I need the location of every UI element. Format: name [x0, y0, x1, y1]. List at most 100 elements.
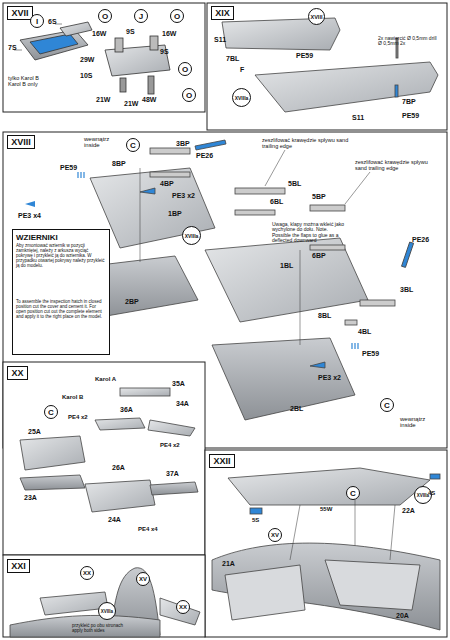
part-label: 6S — [48, 18, 57, 25]
part-label: 35A — [172, 380, 185, 387]
part-label: 4BP — [160, 180, 174, 187]
part-label: F — [240, 66, 244, 73]
part-label: PE59 — [362, 350, 379, 357]
part-label: S11 — [214, 36, 226, 43]
part-label: 5BP — [312, 193, 326, 200]
node-title: XVIII — [11, 137, 31, 147]
part-label: 4BL — [358, 328, 371, 335]
callout-circle: J — [134, 9, 148, 23]
part-label: 3BP — [176, 140, 190, 147]
part-label: 55W — [320, 506, 332, 512]
part-label: 22A — [402, 507, 415, 514]
callout-circle: XV — [136, 572, 150, 586]
node-title: XV — [139, 576, 147, 582]
part-label: 7S — [8, 44, 17, 51]
step-number: XXI — [7, 559, 30, 573]
part-label: 5S — [252, 517, 259, 523]
node-title: O — [182, 65, 188, 74]
part-label: PE3 x2 — [172, 192, 195, 199]
part-label: 2BL — [290, 405, 303, 412]
part-label: 34A — [176, 400, 189, 407]
note-text: Uwaga, klapy można wkleić jako wychylone… — [272, 222, 348, 243]
step-number: XIX — [211, 6, 234, 20]
part-label: S11 — [352, 114, 364, 121]
node-title: XVIIIa — [101, 609, 113, 614]
node-title: J — [139, 12, 143, 21]
callout-circle: O — [98, 9, 112, 23]
part-label: PE3 x2 — [318, 374, 341, 381]
part-label: PE26 — [196, 152, 213, 159]
step-number: XVII — [7, 6, 33, 20]
callout-circle: C — [126, 138, 140, 152]
callout-circle: O — [178, 62, 192, 76]
node-title: O — [186, 91, 192, 100]
part-label: 37A — [166, 470, 179, 477]
node-title: C — [48, 408, 54, 417]
note-text: zeszlifować krawędzie spływu sand traili… — [355, 160, 435, 172]
part-label: 29W — [80, 56, 94, 63]
node-title: I — [36, 17, 38, 26]
part-label: 8BP — [112, 160, 126, 167]
callout-circle: XVIIIa — [182, 226, 201, 245]
callout-circle: O — [182, 88, 196, 102]
part-label: 24A — [108, 516, 121, 523]
part-label: 6BL — [270, 198, 283, 205]
note-text: wewnątrz inside — [400, 416, 438, 429]
part-label: 7BP — [402, 98, 416, 105]
part-label: 6BP — [312, 252, 326, 259]
part-label: 10S — [80, 72, 92, 79]
node-text: To assemble the inspection hatch in clos… — [16, 300, 106, 320]
node-title: O — [102, 12, 108, 21]
node-title: XX — [179, 604, 187, 610]
part-label: 3BL — [400, 286, 413, 293]
node-title: WZIERNIKI — [16, 233, 106, 242]
part-label: PE59 — [296, 52, 313, 59]
node-title: XVIIIa — [185, 233, 199, 239]
callout-circle: I — [30, 14, 44, 28]
node-title: XX — [83, 570, 91, 576]
node-title: XVIIIa — [235, 95, 249, 101]
node-title: XIX — [215, 8, 230, 18]
part-label: 1BP — [168, 210, 182, 217]
part-label: 25A — [28, 428, 41, 435]
note-text: zeszlifować krawędzie spływu sand traili… — [262, 138, 352, 150]
part-label: Karol B — [62, 394, 83, 400]
part-label: 7BL — [226, 55, 239, 62]
part-label: 8BL — [318, 312, 331, 319]
part-label: PE4 x4 — [138, 526, 158, 532]
step-number: XX — [7, 366, 28, 380]
callout-circle: XX — [176, 600, 190, 614]
node-title: XV — [271, 532, 279, 538]
part-label: 20A — [396, 612, 409, 619]
note-text: wewnątrz inside — [84, 136, 122, 149]
part-label: 21W — [96, 96, 110, 103]
part-label: 48W — [142, 96, 156, 103]
node-title: XVIII — [311, 14, 323, 20]
part-label: PE4 x2 — [68, 414, 88, 420]
callout-circle: O — [170, 9, 184, 23]
node-title: C — [384, 401, 390, 410]
note-text: przykleić po obu stronach apply both sid… — [72, 624, 132, 633]
node-title: XXII — [213, 456, 230, 466]
part-label: 2BP — [125, 298, 139, 305]
part-label: 36A — [120, 406, 133, 413]
node-title: XXI — [11, 561, 26, 571]
step-number: XVIII — [7, 135, 35, 149]
note-text: tylko Karol B Karol B only — [8, 76, 52, 88]
node-text: Aby zmontować wziernik w pozycji zamknię… — [16, 244, 106, 298]
part-label: PE26 — [412, 236, 429, 243]
part-label: 9S — [126, 28, 135, 35]
part-label: PE4 x2 — [160, 442, 180, 448]
callout-circle: XV — [268, 528, 282, 542]
part-label: 26A — [112, 464, 125, 471]
part-label: 4S — [428, 490, 435, 496]
node-title: XVII — [11, 8, 28, 18]
callout-circle: XVIII — [308, 8, 325, 25]
part-label: 16W — [162, 30, 176, 37]
part-label: PE59 — [402, 112, 419, 119]
part-label: 21A — [222, 560, 235, 567]
node-title: XVIIIa — [417, 493, 429, 498]
callout-circle: XX — [80, 566, 94, 580]
callout-circle: C — [44, 405, 58, 419]
callout-circle: C — [346, 486, 360, 500]
